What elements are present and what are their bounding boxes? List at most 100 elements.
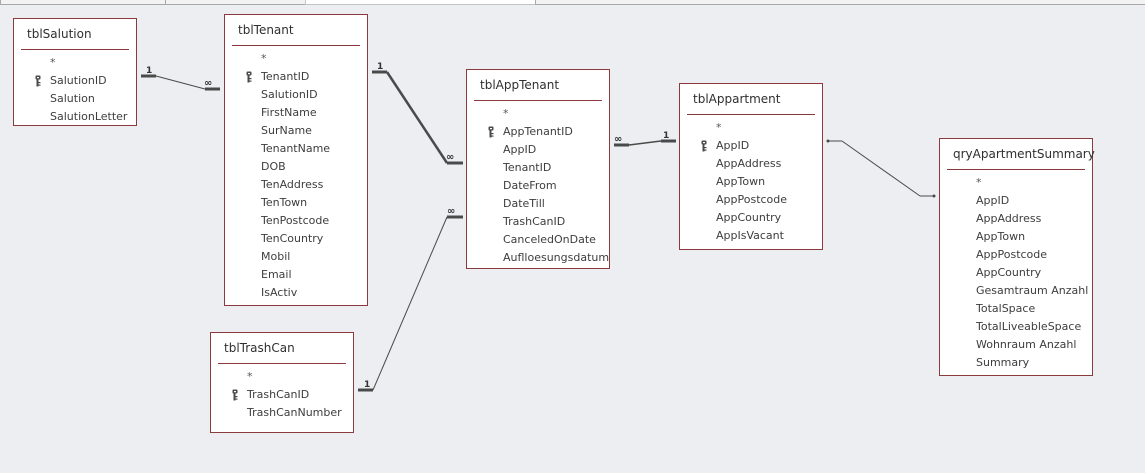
field-row[interactable]: TotalSpace — [940, 300, 1092, 318]
field-name: Mobil — [261, 250, 291, 263]
field-row[interactable]: TrashCanID — [211, 386, 353, 404]
field-row[interactable]: AppAddress — [940, 210, 1092, 228]
document-tab-active[interactable] — [305, 0, 537, 5]
document-tab[interactable] — [535, 0, 1145, 5]
table-title[interactable]: tblTrashCan — [224, 341, 295, 355]
primary-key-icon — [246, 71, 252, 83]
many-cardinality-label: ∞ — [446, 152, 454, 163]
field-name: AppPostcode — [976, 248, 1048, 261]
field-name: AppCountry — [976, 266, 1042, 279]
field-name: AppIsVacant — [716, 229, 784, 242]
table-title[interactable]: tblTenant — [238, 23, 294, 37]
field-name: TrashCanID — [247, 388, 310, 401]
title-divider — [687, 114, 815, 115]
field-row[interactable]: TenantName — [225, 140, 367, 158]
field-row[interactable]: AppTown — [680, 173, 822, 191]
field-row[interactable]: TrashCanID — [467, 213, 609, 231]
field-name: Auflloesungsdatum — [503, 251, 610, 264]
field-row[interactable]: AppPostcode — [680, 191, 822, 209]
field-row[interactable]: Gesamtraum Anzahl — [940, 282, 1092, 300]
field-row[interactable]: AppID — [940, 192, 1092, 210]
field-name: AppTown — [976, 230, 1026, 243]
field-row[interactable]: AppAddress — [680, 155, 822, 173]
field-row[interactable]: AppID — [467, 141, 609, 159]
field-row[interactable]: TotalLiveableSpace — [940, 318, 1092, 336]
many-cardinality-label: ∞ — [204, 78, 212, 89]
field-name: DateFrom — [503, 179, 557, 192]
field-row[interactable]: Summary — [940, 354, 1092, 372]
field-row[interactable]: SalutionID — [225, 86, 367, 104]
field-name: Wohnraum Anzahl — [976, 338, 1077, 351]
document-tab[interactable] — [0, 0, 167, 5]
field-row[interactable]: AppCountry — [680, 209, 822, 227]
field-row[interactable]: AppCountry — [940, 264, 1092, 282]
title-divider — [232, 45, 360, 46]
field-row[interactable]: TrashCanNumber — [211, 404, 353, 422]
field-row[interactable]: TenantID — [467, 159, 609, 177]
field-row[interactable]: Wohnraum Anzahl — [940, 336, 1092, 354]
field-row[interactable]: SalutionID — [14, 72, 136, 90]
document-tab[interactable] — [165, 0, 307, 5]
field-name: AppPostcode — [716, 193, 788, 206]
field-name: AppID — [503, 143, 537, 156]
field-row[interactable]: TenTown — [225, 194, 367, 212]
table-title[interactable]: qryApartmentSummary — [953, 147, 1095, 161]
field-name: * — [503, 107, 509, 120]
field-all-columns[interactable]: * — [225, 50, 367, 68]
join-end-dot — [932, 194, 936, 198]
relationship-tenant-apptenant[interactable]: 1 ∞ — [372, 62, 463, 165]
field-row[interactable]: TenantID — [225, 68, 367, 86]
field-name: Summary — [976, 356, 1030, 369]
field-all-columns[interactable]: * — [14, 54, 136, 72]
table-title[interactable]: tblAppTenant — [480, 78, 560, 92]
field-row[interactable]: DateFrom — [467, 177, 609, 195]
title-divider — [21, 49, 129, 50]
field-row[interactable]: Mobil — [225, 248, 367, 266]
field-all-columns[interactable]: * — [467, 105, 609, 123]
field-row[interactable]: Email — [225, 266, 367, 284]
table-tblTrashCan[interactable]: tblTrashCan * TrashCanID TrashCanNumber — [210, 332, 354, 433]
table-tblAppTenant[interactable]: tblAppTenant * AppTenantID AppID TenantID Da… — [466, 69, 610, 269]
field-name: CanceledOnDate — [503, 233, 596, 246]
primary-key-icon — [232, 389, 238, 401]
table-title[interactable]: tblAppartment — [693, 92, 781, 106]
relationship-salution-tenant[interactable]: 1 ∞ — [141, 66, 220, 91]
field-row[interactable]: AppID — [680, 137, 822, 155]
table-title[interactable]: tblSalution — [27, 27, 92, 41]
field-row[interactable]: TenAddress — [225, 176, 367, 194]
field-row[interactable]: Salution — [14, 90, 136, 108]
field-row[interactable]: TenPostcode — [225, 212, 367, 230]
field-row[interactable]: SurName — [225, 122, 367, 140]
field-row[interactable]: DOB — [225, 158, 367, 176]
join-end-dot — [826, 139, 830, 143]
relationship-trashcan-apptenant[interactable]: 1 ∞ — [358, 206, 463, 392]
field-row[interactable]: CanceledOnDate — [467, 231, 609, 249]
field-row[interactable]: AppIsVacant — [680, 227, 822, 245]
field-all-columns[interactable]: * — [680, 119, 822, 137]
field-row[interactable]: AppTown — [940, 228, 1092, 246]
relationship-appartment-apptenant[interactable]: ∞ 1 — [614, 131, 676, 147]
field-row[interactable]: SalutionLetter — [14, 108, 136, 126]
field-name: SalutionID — [50, 74, 107, 87]
field-name: IsActiv — [261, 286, 298, 299]
field-all-columns[interactable]: * — [211, 368, 353, 386]
many-cardinality-label: ∞ — [447, 206, 455, 217]
field-name: TotalLiveableSpace — [976, 320, 1082, 333]
field-row[interactable]: AppTenantID — [467, 123, 609, 141]
relationship-appartment-summary[interactable] — [826, 139, 936, 198]
field-row[interactable]: AppPostcode — [940, 246, 1092, 264]
field-row[interactable]: TenCountry — [225, 230, 367, 248]
field-row[interactable]: Auflloesungsdatum — [467, 249, 609, 267]
join-line — [841, 140, 921, 197]
field-all-columns[interactable]: * — [940, 174, 1092, 192]
field-row[interactable]: IsActiv — [225, 284, 367, 302]
relationship-line — [385, 71, 449, 164]
field-row[interactable]: DateTill — [467, 195, 609, 213]
field-row[interactable]: FirstName — [225, 104, 367, 122]
field-name: AppTown — [716, 175, 766, 188]
